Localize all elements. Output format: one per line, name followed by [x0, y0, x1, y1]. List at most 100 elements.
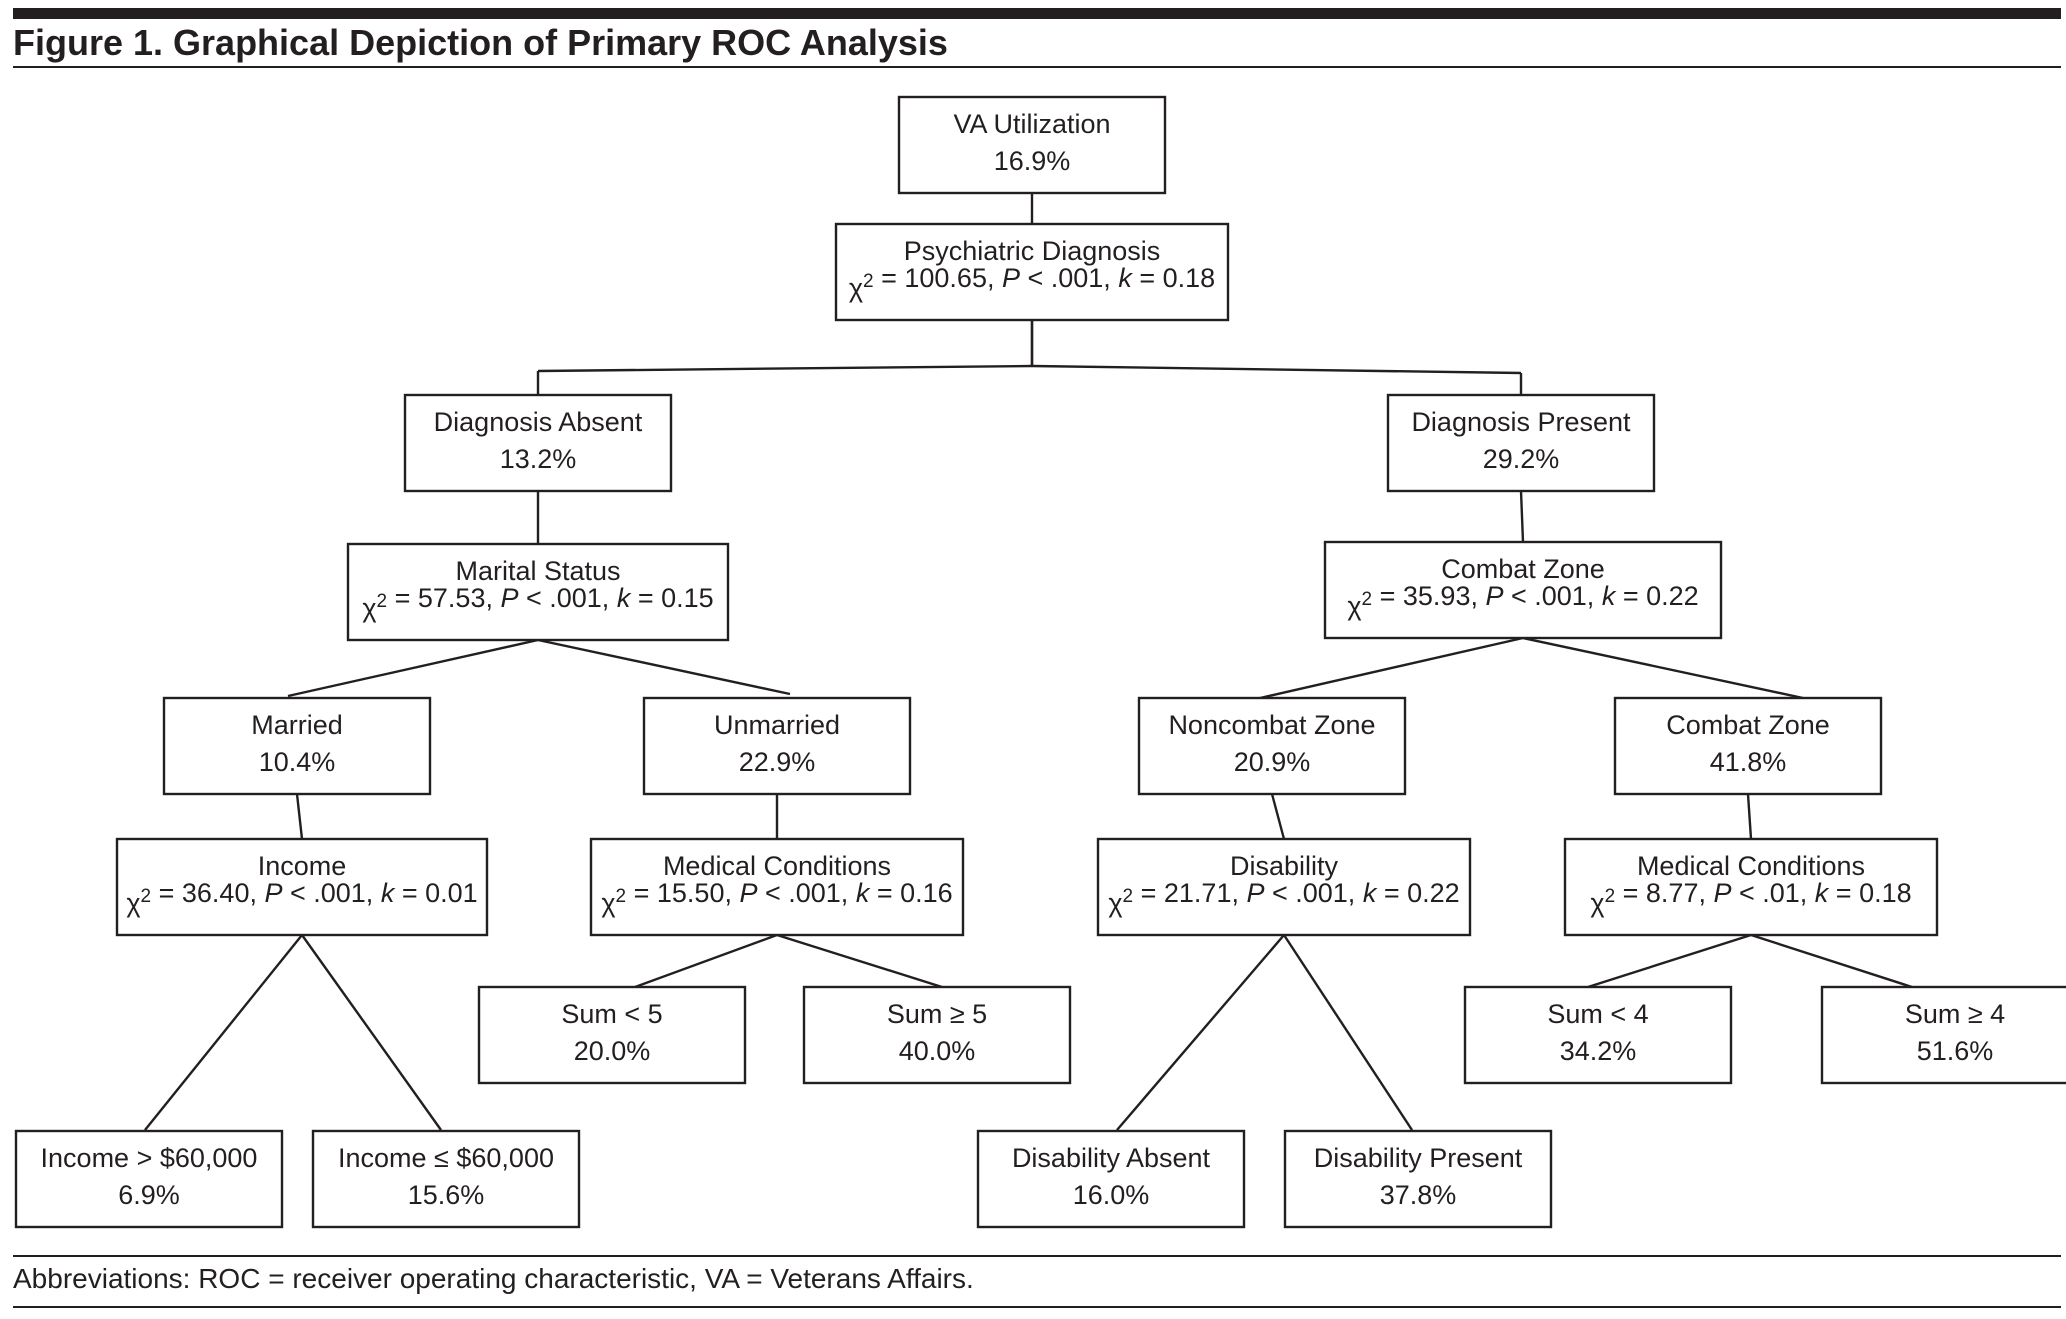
node-percentage: 51.6%	[1917, 1036, 1994, 1066]
node-statistics: χ2 = 100.65, P < .001, k = 0.18	[849, 263, 1215, 303]
edge-combat-zone-split-to-noncombat-zone	[1259, 636, 1524, 700]
node-box	[1820, 985, 2066, 1085]
node-label: Diagnosis Present	[1411, 407, 1631, 437]
node-statistics: χ2 = 57.53, P < .001, k = 0.15	[362, 583, 713, 623]
node-label: Combat Zone	[1666, 710, 1830, 740]
edge-psychiatric-diagnosis-to-diagnosis-absent	[537, 364, 1033, 373]
node-income-gt-60000: Income > $60,000 6.9%	[14, 1129, 284, 1229]
node-va-utilization: VA Utilization 16.9%	[897, 95, 1167, 195]
title-underline	[13, 66, 2061, 68]
node-box	[1283, 1129, 1553, 1229]
node-disability-present: Disability Present 37.8%	[1283, 1129, 1553, 1229]
node-box	[642, 696, 912, 796]
edge-disability-to-disability-present	[1282, 934, 1414, 1131]
node-percentage: 22.9%	[739, 747, 816, 777]
edge-diagnosis-present-to-combat-zone-split	[1519, 490, 1525, 543]
node-box	[1463, 985, 1733, 1085]
edge-medical-conditions-left-to-sum-lt-5	[634, 933, 778, 989]
node-percentage: 16.0%	[1073, 1180, 1150, 1210]
node-label: Disability Present	[1314, 1143, 1523, 1173]
node-label: Psychiatric Diagnosis	[904, 236, 1161, 266]
node-box	[403, 393, 673, 493]
node-statistics: χ2 = 35.93, P < .001, k = 0.22	[1347, 581, 1698, 621]
node-box	[589, 837, 965, 937]
node-box	[1563, 837, 1939, 937]
edge-medical-conditions-right-to-sum-lt-4	[1587, 933, 1752, 989]
node-label: Medical Conditions	[663, 851, 891, 881]
node-label: Sum < 4	[1547, 999, 1648, 1029]
node-percentage: 34.2%	[1560, 1036, 1637, 1066]
node-statistics: χ2 = 15.50, P < .001, k = 0.16	[601, 878, 952, 918]
node-sum-ge-5: Sum ≥ 540.0%	[802, 985, 1072, 1085]
edge-psychiatric-diagnosis-to-diagnosis-present	[1031, 364, 1522, 375]
edge-noncombat-zone-to-disability	[1270, 793, 1286, 840]
edge-marital-status-to-married	[287, 638, 539, 698]
node-box	[1323, 540, 1723, 640]
node-box	[802, 985, 1072, 1085]
node-label: Combat Zone	[1441, 554, 1605, 584]
node-label: Sum ≥ 5	[887, 999, 987, 1029]
node-percentage: 6.9%	[118, 1180, 180, 1210]
node-box	[346, 542, 730, 642]
node-combat-zone: Combat Zone 41.8%	[1613, 696, 1883, 796]
edge-married-to-income	[295, 793, 304, 840]
node-label: Medical Conditions	[1637, 851, 1865, 881]
node-box	[1386, 393, 1656, 493]
node-label: Income > $60,000	[41, 1143, 258, 1173]
node-box	[14, 1129, 284, 1229]
tree-edges	[144, 193, 1913, 1131]
node-married: Married 10.4%	[162, 696, 432, 796]
node-label: Diagnosis Absent	[434, 407, 643, 437]
node-diagnosis-absent: Diagnosis Absent 13.2%	[403, 393, 673, 493]
node-percentage: 37.8%	[1380, 1180, 1457, 1210]
bottom-rule	[13, 1306, 2061, 1308]
node-box	[115, 837, 489, 937]
edge-disability-to-disability-absent	[1116, 934, 1285, 1131]
node-sum-lt-4: Sum < 4 34.2%	[1463, 985, 1733, 1085]
node-label: VA Utilization	[953, 109, 1110, 139]
node-statistics: χ2 = 8.77, P < .01, k = 0.18	[1590, 878, 1911, 918]
node-statistics: χ2 = 36.40, P < .001, k = 0.01	[126, 878, 477, 918]
edge-medical-conditions-right-to-sum-ge-4	[1750, 933, 1913, 989]
node-percentage: 20.0%	[574, 1036, 651, 1066]
top-rule	[13, 8, 2061, 19]
edge-combat-zone-split-to-combat-zone	[1522, 636, 1804, 700]
node-label: Sum ≥ 4	[1905, 999, 2005, 1029]
node-box	[311, 1129, 581, 1229]
footnote: Abbreviations: ROC = receiver operating …	[13, 1263, 974, 1294]
node-percentage: 10.4%	[259, 747, 336, 777]
node-percentage: 13.2%	[500, 444, 577, 474]
footnote-rule	[13, 1255, 2061, 1257]
node-percentage: 16.9%	[994, 146, 1071, 176]
node-box	[162, 696, 432, 796]
node-label: Married	[251, 710, 343, 740]
node-statistics: χ2 = 21.71, P < .001, k = 0.22	[1108, 878, 1459, 918]
node-percentage: 15.6%	[408, 1180, 485, 1210]
node-label: Sum < 5	[561, 999, 662, 1029]
node-label: Income	[258, 851, 347, 881]
edge-medical-conditions-left-to-sum-ge-5	[776, 933, 943, 989]
node-box	[1137, 696, 1407, 796]
edge-marital-status-to-unmarried	[537, 638, 791, 696]
node-sum-lt-5: Sum < 5 20.0%	[477, 985, 747, 1085]
node-box	[477, 985, 747, 1085]
node-box	[1613, 696, 1883, 796]
node-percentage: 41.8%	[1710, 747, 1787, 777]
node-percentage: 29.2%	[1483, 444, 1560, 474]
node-label: Noncombat Zone	[1168, 710, 1375, 740]
node-box	[897, 95, 1167, 195]
node-sum-ge-4: Sum ≥ 4 51.6%	[1820, 985, 2066, 1085]
